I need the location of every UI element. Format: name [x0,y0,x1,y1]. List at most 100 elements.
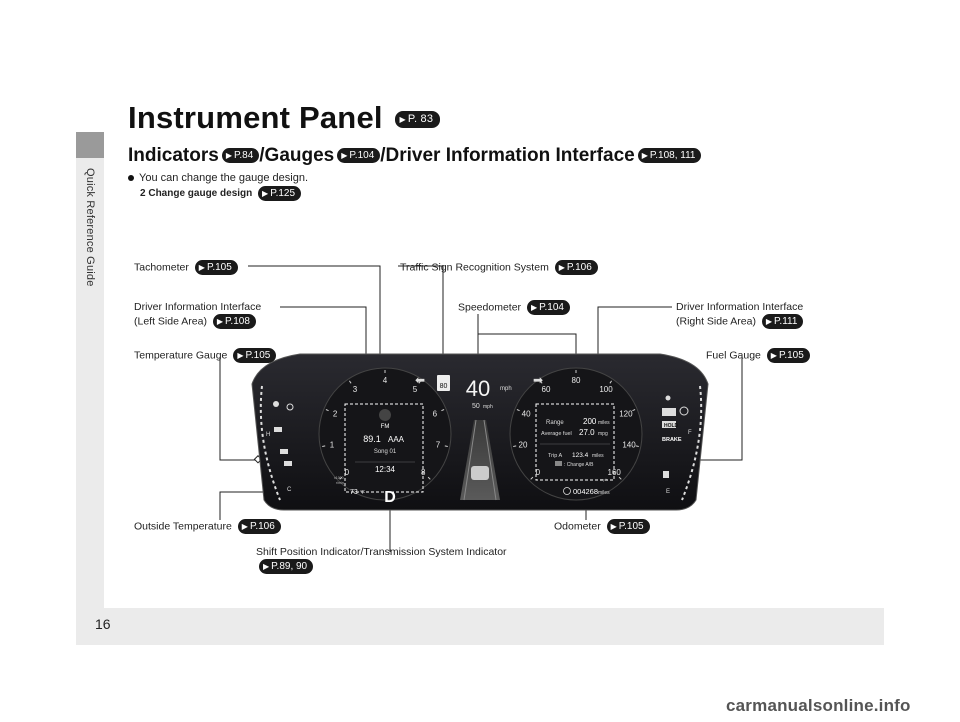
speedometer-tick-mark [530,476,534,480]
leader-line [248,265,381,384]
avg-fuel-unit: mpg [598,431,608,437]
tachometer-tick-label: 0 [345,468,350,477]
arrow-icon: ▶ [241,522,248,531]
dii-left-ref-link[interactable]: ▶P.108 [212,314,256,329]
callout-traffic-sign-label: Traffic Sign Recognition System [400,261,549,274]
speedometer-tick-label: 140 [622,441,636,450]
tachometer-tick-label: 5 [413,385,418,394]
section-title-indicators: Indicators [128,145,219,166]
outside-temp-ref-link[interactable]: ▶P.106 [237,519,281,534]
note-ref-link[interactable]: ▶P.125 [258,186,302,201]
brake-indicator-text: BRAKE [662,437,682,443]
speedometer-tick-mark [516,409,520,412]
leader-line [398,265,444,370]
warning-indicator-icon [273,401,279,407]
trip-unit: miles [592,453,604,459]
arrow-icon: ▶ [225,151,232,161]
turn-left-icon: ⬅ [415,373,425,387]
tach-unit-line1: x1000 [334,476,344,480]
range-unit: miles [598,420,610,426]
clock: 12:34 [375,465,396,474]
callout-odometer: Odometer ▶P.105 [554,519,650,534]
warning-indicator-icon [274,427,282,432]
arrow-icon: ▶ [770,351,777,360]
gauges-ref-text: P.104 [349,150,375,162]
page-number: 16 [95,616,111,632]
speedometer-tick-mark [635,445,639,447]
watermark: carmanualsonline.info [726,696,911,715]
indicators-ref-text: P.84 [233,150,254,162]
tachometer-tick-mark [325,409,329,412]
shift-ref-link[interactable]: ▶P.89, 90 [259,559,314,574]
sidebar-label: Quick Reference Guide [84,168,96,287]
note-bullet: You can change the gauge design. [128,172,308,184]
speed-unit: mph [500,386,512,392]
fuel-ref-link[interactable]: ▶P.105 [766,348,810,363]
dii-right-box [535,403,615,481]
callout-dii-left-line2: (Left Side Area) [134,315,207,328]
callout-dii-right-line1: Driver Information Interface [676,301,804,313]
callout-shift: Shift Position Indicator/Transmission Sy… [256,545,507,574]
speedometer-tick-mark [609,380,613,384]
set-speed-value: 50 [472,403,480,410]
indicators-ref-link[interactable]: ▶P.84 [221,148,260,164]
arrow-icon: ▶ [262,189,269,198]
trip-label: Trip A [548,453,562,459]
radio-band: FM [381,424,390,430]
page-title: Instrument Panel ▶P. 83 [128,100,441,136]
tachometer-tick-mark [441,409,445,412]
radio-icon [379,409,391,421]
tachometer-ref-text: P.105 [206,262,232,273]
speed-value: 40 [466,376,490,401]
callout-tachometer: Tachometer ▶P.105 [134,260,238,275]
dii-left-ref-text: P.108 [225,316,250,327]
tachometer-tick-mark [348,380,352,384]
speedometer-ref-text: P.104 [539,302,564,313]
avg-fuel-label: Average fuel [541,431,572,437]
dii-left-box [344,403,424,493]
traffic-sign-ref-link[interactable]: ▶P.106 [554,260,598,275]
trip-value: 123.4 [572,452,589,459]
page-ref-link[interactable]: ▶P. 83 [394,111,441,129]
callout-shift-label: Shift Position Indicator/Transmission Sy… [256,546,507,558]
dii-right-ref-link[interactable]: ▶P.111 [761,314,804,329]
song-title: Song 01 [374,449,397,455]
hold-indicator-text: HOLD [664,423,679,429]
arrow-icon: ▶ [641,151,648,161]
speedometer-tick-label: 20 [519,441,528,450]
bullet-icon [128,175,134,182]
note-ref-text: P.125 [270,188,296,199]
note-link-text[interactable]: Change gauge design [148,188,253,200]
arrow-icon: ▶ [341,151,348,161]
callout-temperature: Temperature Gauge ▶P.105 [134,348,277,363]
temperature-ref-link[interactable]: ▶P.105 [233,348,277,363]
speedo-unit: mph [600,477,608,482]
fuel-gauge-arc [681,385,703,501]
note-text: You can change the gauge design. [139,172,309,184]
dii-ref-text: P.108, 111 [649,150,696,162]
speedometer-tick-mark [513,445,517,447]
dii-ref-link[interactable]: ▶P.108, 111 [637,148,702,164]
outside-temp-value: 73 [350,489,358,496]
warning-indicator-icon [280,449,288,454]
footer-band [76,608,884,645]
odometer-ref-link[interactable]: ▶P.105 [606,519,650,534]
tachometer-tick-mark [339,476,343,480]
arrow-icon: ▶ [263,562,270,571]
temp-hot-label: H [266,432,270,438]
avg-fuel-value: 27.0 [579,428,595,437]
gauges-ref-link[interactable]: ▶P.104 [337,148,381,164]
tachometer-ref-link[interactable]: ▶P.105 [194,260,238,275]
speedometer-ref-link[interactable]: ▶P.104 [526,300,570,315]
tachometer-tick-label: 2 [333,409,338,418]
speedometer-tick-mark [618,476,622,480]
callout-dii-left-line1: Driver Information Interface [134,301,262,313]
callout-dii-left: Driver Information Interface (Left Side A… [134,300,261,329]
tachometer-dial [318,367,452,501]
outside-temp-ref-text: P.106 [249,521,275,532]
section-title: Indicators▶P.84/Gauges▶P.104/Driver Info… [128,145,702,167]
speedometer-tick-label: 120 [619,409,633,418]
tach-unit-line2: r/min [336,481,344,485]
temp-cold-label: C [287,487,292,493]
note-link-line: 2 Change gauge design ▶P.125 [140,186,302,201]
